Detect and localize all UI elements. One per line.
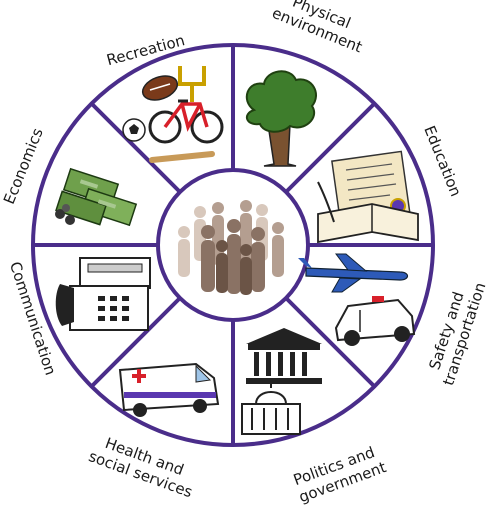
sports-equipment-icon [122, 66, 224, 163]
label-safety-transportation: Safety and transportation [422, 275, 489, 388]
money-stacks-icon [55, 167, 138, 227]
label-education: Education [420, 123, 465, 199]
label-physical-environment: Physical environment [269, 0, 371, 56]
telephone-fax-icon [55, 257, 151, 331]
scroll-and-book-icon [317, 150, 419, 244]
government-buildings-icon [241, 328, 322, 435]
label-politics-government: Politics and government [290, 441, 388, 506]
spoke-top-right [284, 102, 376, 194]
ambulance-icon [118, 362, 220, 417]
label-communication: Communication [6, 259, 60, 377]
crowd-of-people-icon [161, 173, 305, 317]
spoke-top-left [90, 102, 182, 194]
tree-icon [245, 70, 317, 167]
spoke-bottom-left [90, 296, 182, 388]
airplane-and-police-car-icon [298, 253, 416, 346]
spoke-bottom-right [284, 296, 376, 388]
